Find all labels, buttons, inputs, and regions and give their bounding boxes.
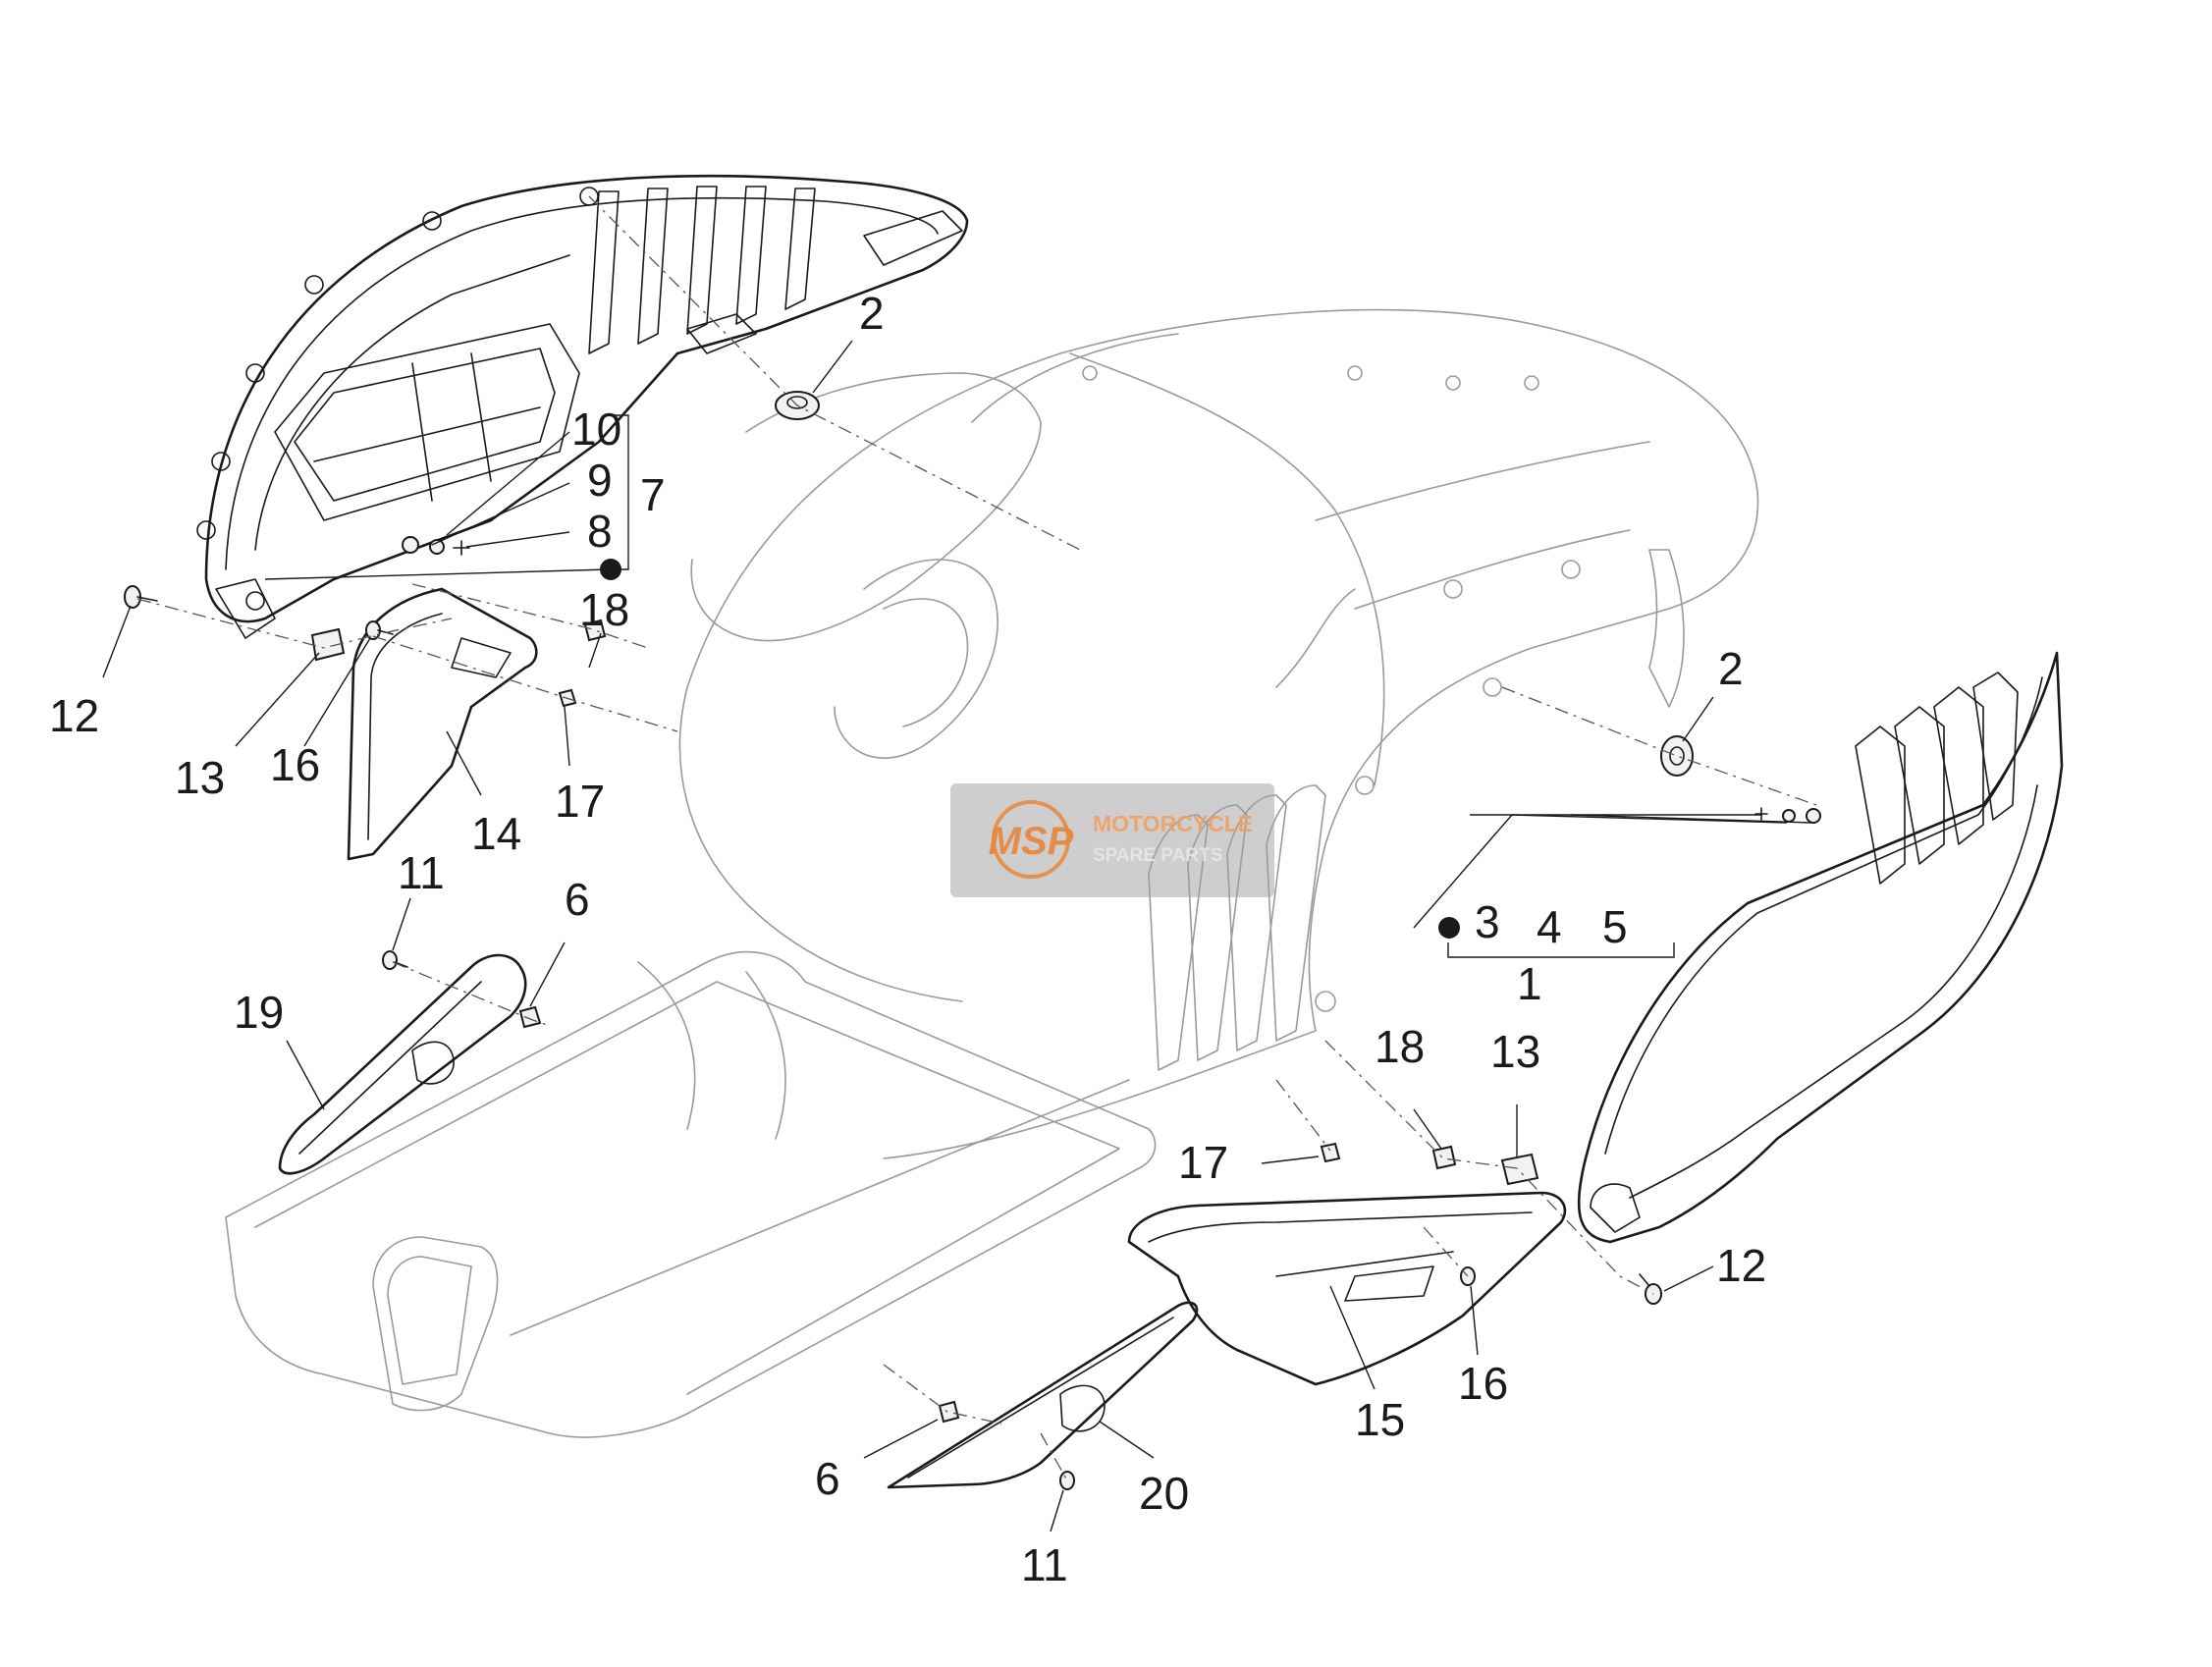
callout-19: 19: [234, 987, 284, 1038]
screw-12-right: [1639, 1273, 1662, 1305]
screw-11-left: [382, 950, 408, 970]
left-side-trim: [278, 953, 527, 1175]
callout-labels: 2 10 9 7 8 18 12 13 16 17 14 11 6 19 2 3…: [49, 288, 1766, 1590]
watermark-logo-text: MSP: [989, 820, 1074, 863]
callout-2-upper: 2: [859, 288, 885, 339]
callout-6-left: 6: [565, 874, 590, 925]
callout-7: 7: [640, 469, 666, 520]
lower-right-trim: [1127, 1191, 1567, 1386]
washer-10: [402, 536, 419, 554]
msp-logo: MSP: [989, 800, 1074, 879]
callout-13-left: 13: [175, 752, 225, 803]
callout-8: 8: [587, 506, 613, 557]
watermark: MSP MOTORCYCLE SPARE PARTS: [950, 783, 1274, 897]
kit-dot-7: [600, 559, 621, 580]
callout-3: 3: [1475, 896, 1500, 947]
callout-13-lower: 13: [1490, 1026, 1540, 1077]
body-holes: [1082, 365, 1581, 1012]
nut-6-lower: [938, 1400, 960, 1424]
washer-9: [429, 539, 445, 555]
clip-13-lower: [1500, 1153, 1539, 1186]
watermark-line2: SPARE PARTS: [1093, 845, 1222, 866]
screw-3: [1754, 807, 1768, 821]
nut-6-left: [518, 1005, 542, 1029]
floorboard: [225, 950, 1157, 1438]
watermark-panel: [950, 783, 1274, 897]
callout-9: 9: [587, 455, 613, 506]
left-side-cowl: [196, 174, 969, 639]
callout-1: 1: [1517, 958, 1542, 1009]
callout-4: 4: [1537, 901, 1562, 952]
callout-12-right: 12: [1716, 1240, 1766, 1291]
leader-lines: [102, 340, 1812, 1533]
callout-15: 15: [1355, 1394, 1405, 1445]
callout-11-lower: 11: [1021, 1539, 1068, 1590]
callout-17-lower: 17: [1178, 1137, 1228, 1188]
watermark-line1: MOTORCYCLE: [1093, 811, 1253, 836]
callout-12-left: 12: [49, 690, 99, 741]
callout-6-lower: 6: [815, 1453, 840, 1504]
callout-10: 10: [571, 403, 621, 455]
callout-16-lower: 16: [1458, 1358, 1508, 1409]
nut-17-lower: [1320, 1142, 1341, 1163]
washer-5: [1806, 808, 1821, 824]
grommet-right: [1660, 735, 1694, 777]
hardware: [124, 391, 1821, 1490]
screw-8: [453, 540, 470, 556]
screw-11-lower: [1059, 1471, 1075, 1490]
callout-18-upper: 18: [579, 584, 629, 635]
callout-17-upper: 17: [555, 776, 605, 827]
callout-2-right: 2: [1718, 643, 1744, 694]
lower-front-trim: [887, 1301, 1199, 1489]
kit-dot-1: [1438, 917, 1460, 939]
left-inner-panel: [347, 587, 538, 861]
alignment-lines: [136, 195, 1817, 1481]
callout-5: 5: [1602, 901, 1628, 952]
callout-20: 20: [1139, 1468, 1189, 1519]
callout-14: 14: [471, 808, 521, 859]
washer-4: [1782, 809, 1796, 823]
clip-18-lower: [1431, 1145, 1457, 1170]
screw-16-left: [365, 620, 394, 640]
callout-16-left: 16: [270, 739, 320, 790]
clip-13-left: [310, 627, 346, 662]
right-side-cowl: [1577, 651, 2064, 1244]
screw-12-left: [124, 585, 158, 609]
callout-18-lower: 18: [1375, 1021, 1425, 1072]
callout-11-left: 11: [398, 847, 445, 898]
